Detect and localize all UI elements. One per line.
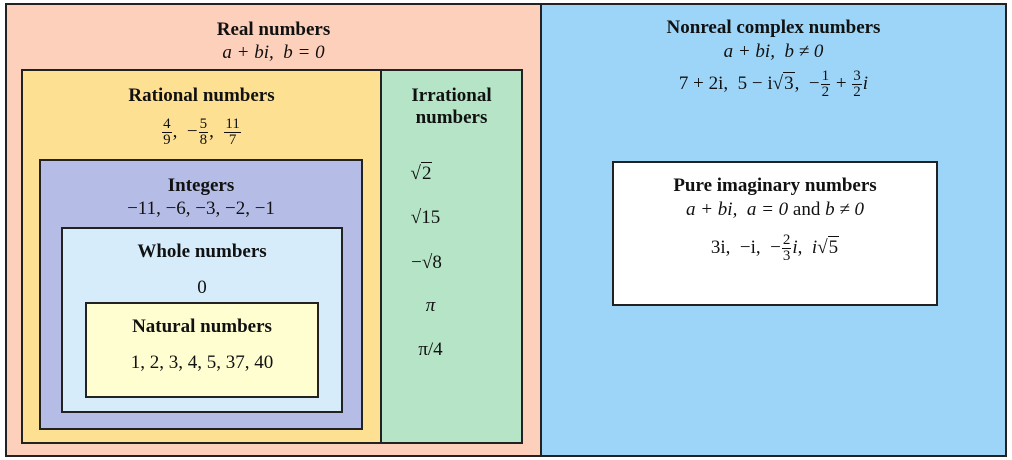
- pure-imaginary-title: Pure imaginary numbers: [673, 175, 877, 196]
- pure-imaginary-condition: a + bi, a = 0 and b ≠ 0: [685, 199, 865, 220]
- integers-title: Integers: [167, 175, 235, 196]
- integers-examples: −11, −6, −3, −2, −1: [127, 198, 275, 219]
- whole-numbers-title: Whole numbers: [137, 241, 267, 262]
- irrational-sqrt2: √2: [410, 162, 433, 184]
- real-numbers-title: Real numbers: [216, 19, 331, 40]
- pure-imaginary-region: Pure imaginary numbers a + bi, a = 0 and…: [612, 161, 938, 306]
- natural-numbers-title: Natural numbers: [132, 316, 272, 337]
- irrational-sqrt15: √15: [410, 207, 441, 228]
- irrational-pi-over-4: π/4: [418, 339, 443, 360]
- real-numbers-condition: a + bi, b = 0: [222, 42, 325, 63]
- natural-numbers-region: Natural numbers 1, 2, 3, 4, 5, 37, 40: [85, 302, 319, 398]
- whole-numbers-examples: 0: [197, 277, 207, 298]
- irrational-neg-sqrt8: −√8: [411, 252, 442, 273]
- irrational-pi: π: [425, 295, 436, 316]
- natural-numbers-examples: 1, 2, 3, 4, 5, 37, 40: [130, 352, 274, 373]
- complex-title: Nonreal complex numbers: [666, 17, 881, 38]
- rational-numbers-title: Rational numbers: [128, 85, 275, 106]
- complex-condition: a + bi, b ≠ 0: [723, 41, 824, 62]
